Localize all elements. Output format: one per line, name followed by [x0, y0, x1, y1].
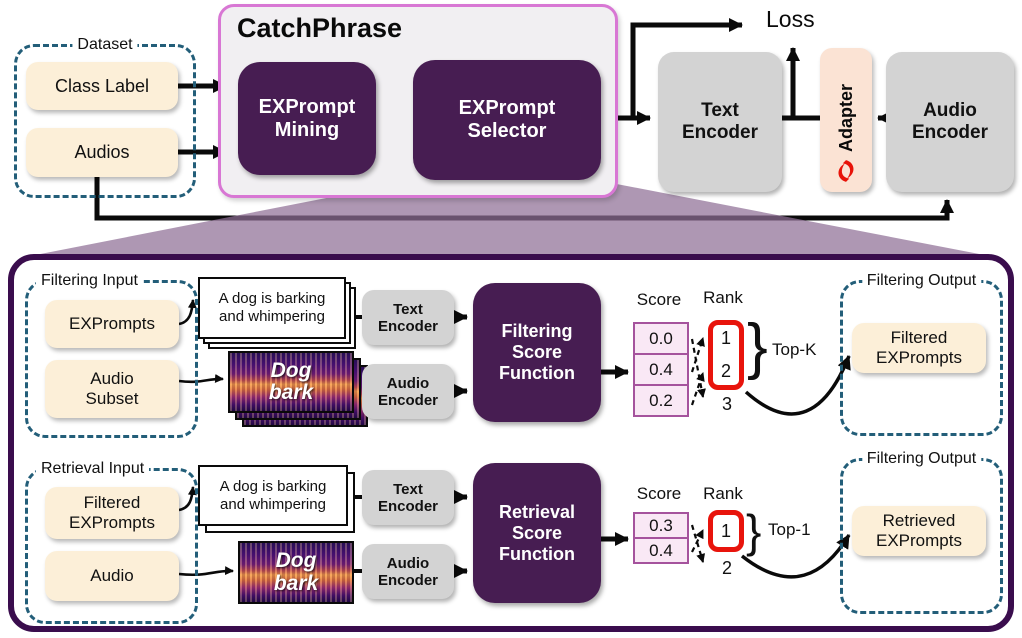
spectrogram-caption-1: Dog bark: [268, 358, 314, 404]
text-encoder-box: Text Encoder: [658, 52, 782, 192]
score-column-2: 0.3 0.4: [633, 512, 689, 564]
arrow-audio-to-spectrogram: [178, 566, 234, 576]
retrieval-input-group: Retrieval Input: [25, 460, 198, 624]
loss-label: Loss: [766, 6, 815, 32]
exprompts-box: EXPrompts: [45, 300, 179, 348]
score-header-1: Score: [636, 290, 682, 309]
catchphrase-title: CatchPhrase: [237, 13, 403, 43]
score-column-1: 0.0 0.4 0.2: [633, 322, 689, 417]
topk-brace: }: [747, 312, 768, 381]
filtered-exprompts-box: Filtered EXPrompts: [852, 323, 986, 373]
retrieval-input-label: Retrieval Input: [36, 460, 150, 478]
prompt-card-stack-2: A dog is barking and whimpering: [198, 465, 355, 533]
score-cell: 0.4: [633, 353, 689, 386]
arrow-filteredexprompts-to-card: [178, 486, 197, 512]
rank-1-r2: 1: [720, 520, 731, 541]
dashed-arrow-score00-rank3: [690, 338, 706, 398]
top1-label: Top-1: [768, 520, 811, 539]
filtered-exprompts-input-box: Filtered EXPrompts: [45, 487, 179, 539]
red-swirl-icon: [838, 160, 854, 182]
audios-box: Audios: [26, 128, 178, 177]
filtering-input-group: Filtering Input: [25, 272, 198, 438]
retrieval-score-function-box: Retrieval Score Function: [473, 463, 601, 603]
filtering-input-label: Filtering Input: [36, 272, 143, 290]
dashed-arrow-score03-rank2: [690, 524, 706, 563]
rank-1: 1: [720, 328, 731, 348]
dashed-arrow-score04-rank1-r2: [691, 529, 704, 553]
adapter-box: Adapter: [820, 48, 872, 192]
score-cell: 0.0: [633, 322, 689, 355]
rank-3: 3: [721, 394, 732, 414]
selector-detail-panel: [8, 254, 1014, 632]
prompt-card-text-2: A dog is barking and whimpering: [198, 465, 348, 526]
top1-rank-highlight-box: 1: [708, 510, 744, 552]
dataset-group: Dataset: [14, 36, 196, 198]
filtering-score-function-box: Filtering Score Function: [473, 283, 601, 422]
retrieval-output-label: Filtering Output: [861, 450, 982, 468]
prompt-card-text: A dog is barking and whimpering: [198, 277, 346, 339]
filtering-output-label: Filtering Output: [861, 272, 982, 290]
arrow-selector-to-loss: [630, 18, 743, 118]
prompt-card-stack-1: A dog is barking and whimpering: [198, 277, 356, 349]
spectrogram-caption-2: Dog bark: [273, 549, 319, 595]
rank-2: 2: [720, 361, 731, 381]
audio-input-box: Audio: [45, 551, 179, 601]
topk-rank-highlight-box: 1 2: [708, 320, 744, 390]
score-cell: 0.4: [633, 537, 689, 564]
rank-2-r2: 2: [721, 558, 732, 578]
dashed-arrow-score04-rank1: [690, 337, 705, 373]
topk-label: Top-K: [772, 340, 817, 359]
score-header-2: Score: [636, 484, 682, 503]
adapter-label: Adapter: [835, 83, 856, 152]
audio-encoder-box: Audio Encoder: [886, 52, 1014, 192]
spectrogram-stack-1: Dog bark: [228, 351, 368, 427]
dataset-label: Dataset: [72, 36, 138, 54]
dashed-arrow-score02-rank2: [690, 372, 705, 406]
score-cell: 0.3: [633, 512, 689, 539]
exprompt-selector-box: EXPrompt Selector: [413, 60, 601, 180]
score-cell: 0.2: [633, 384, 689, 417]
spectrogram-front: Dog bark: [228, 351, 354, 413]
text-encoder-small-2: Text Encoder: [362, 470, 454, 525]
rank-header-2: Rank: [703, 484, 743, 503]
spectrogram-2: Dog bark: [238, 541, 354, 604]
zoom-funnel-shape: [20, 181, 1000, 258]
top1-brace: }: [746, 505, 762, 557]
rank-header-1: Rank: [703, 288, 743, 307]
audio-subset-box: Audio Subset: [45, 360, 179, 418]
class-label-box: Class Label: [26, 62, 178, 110]
text-encoder-small-1: Text Encoder: [362, 290, 454, 345]
arrow-top1-to-retrieved: [740, 534, 851, 579]
retrieved-exprompts-box: Retrieved EXPrompts: [852, 506, 986, 556]
arrow-audiosubset-to-spectrogram: [178, 373, 224, 384]
arrow-exprompts-to-card: [178, 299, 197, 326]
audio-encoder-small-2: Audio Encoder: [362, 544, 454, 599]
exprompt-mining-box: EXPrompt Mining: [238, 62, 376, 175]
audio-encoder-small-1: Audio Encoder: [362, 364, 454, 419]
